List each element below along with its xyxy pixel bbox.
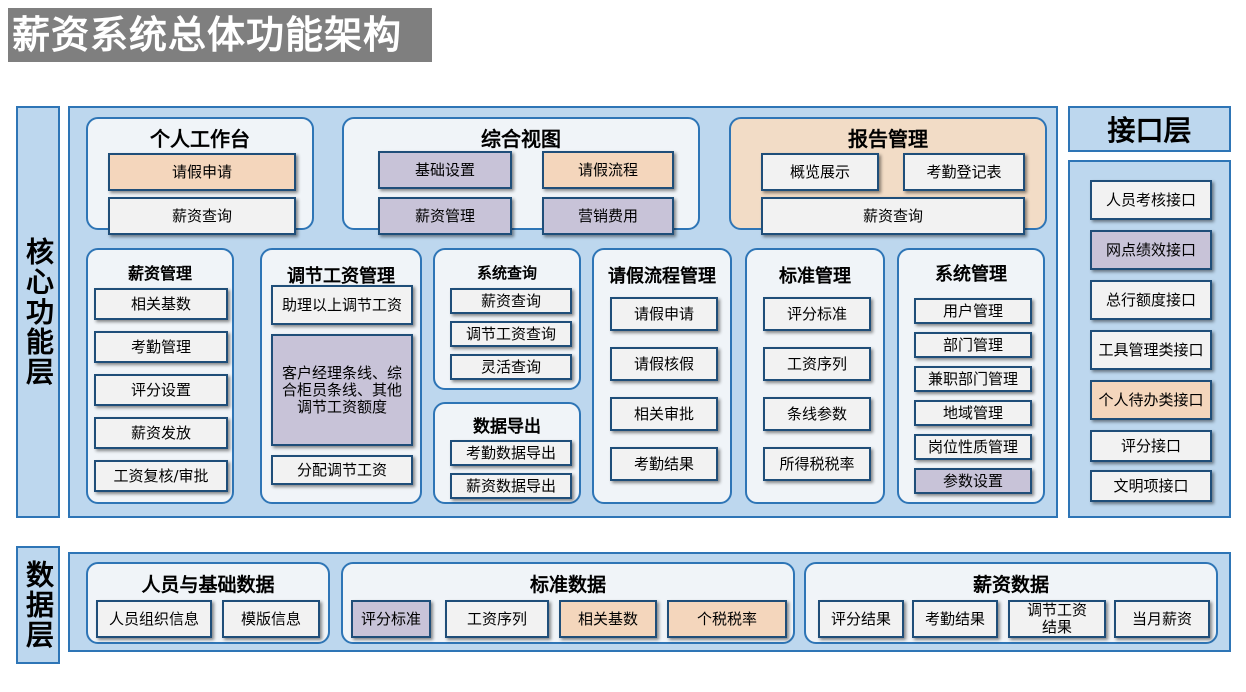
box-score-standard[interactable]: 评分标准: [351, 600, 431, 638]
box-attendance-mgmt[interactable]: 考勤管理: [94, 331, 228, 363]
box-personal-todo-interface[interactable]: 个人待办类接口: [1090, 380, 1212, 420]
box-leave-approve[interactable]: 请假核假: [610, 347, 718, 381]
group-title: 薪资数据: [972, 574, 1049, 596]
box-score-interface[interactable]: 评分接口: [1090, 430, 1212, 462]
box-salary-query[interactable]: 薪资查询: [450, 288, 572, 314]
interface-layer-label: 接口层: [1068, 106, 1231, 152]
box-related-base[interactable]: 相关基数: [94, 288, 228, 320]
group-title: 人员与基础数据: [141, 574, 275, 596]
group-title: 标准数据: [529, 574, 606, 596]
box-salary-review[interactable]: 工资复核/审批: [94, 460, 228, 492]
group-title: 薪资管理: [127, 264, 192, 283]
group-person-basic-data: 人员与基础数据 人员组织信息 模版信息: [86, 562, 330, 644]
data-layer-label-text: 数据层: [22, 560, 55, 650]
box-leave-apply[interactable]: 请假申请: [108, 153, 296, 191]
box-attendance-export[interactable]: 考勤数据导出: [450, 440, 572, 466]
box-adjust-quota[interactable]: 客户经理条线、综合柜员条线、其他调节工资额度: [271, 334, 413, 446]
group-personal-workspace: 个人工作台 请假申请 薪资查询: [86, 117, 314, 235]
box-flexible-query[interactable]: 灵活查询: [450, 354, 572, 380]
box-marketing-cost[interactable]: 营销费用: [542, 197, 674, 235]
box-user-mgmt[interactable]: 用户管理: [914, 298, 1032, 324]
box-staff-assessment-interface[interactable]: 人员考核接口: [1090, 180, 1212, 220]
box-branch-performance-interface[interactable]: 网点绩效接口: [1090, 230, 1212, 270]
box-assistant-adjust[interactable]: 助理以上调节工资: [271, 285, 413, 325]
group-title: 个人工作台: [150, 127, 250, 151]
box-monthly-salary[interactable]: 当月薪资: [1114, 600, 1210, 638]
box-adjust-query[interactable]: 调节工资查询: [450, 321, 572, 347]
box-related-base[interactable]: 相关基数: [559, 600, 657, 638]
group-title: 报告管理: [848, 127, 928, 151]
box-salary-sequence[interactable]: 工资序列: [763, 347, 871, 381]
box-salary-mgmt[interactable]: 薪资管理: [378, 197, 512, 235]
group-system-mgmt: 系统管理 用户管理 部门管理 兼职部门管理 地域管理 岗位性质管理 参数设置: [897, 248, 1045, 504]
box-civility-interface[interactable]: 文明项接口: [1090, 470, 1212, 502]
group-title: 系统管理: [935, 264, 1007, 285]
box-basic-settings[interactable]: 基础设置: [378, 151, 512, 189]
group-salary-data: 薪资数据 评分结果 考勤结果 调节工资结果 当月薪资: [804, 562, 1218, 644]
group-leave-flow: 请假流程管理 请假申请 请假核假 相关审批 考勤结果: [592, 248, 732, 504]
group-data-export: 数据导出 考勤数据导出 薪资数据导出: [433, 402, 581, 504]
interface-layer-panel: 人员考核接口 网点绩效接口 总行额度接口 工具管理类接口 个人待办类接口 评分接…: [1068, 160, 1231, 518]
group-title: 数据导出: [473, 417, 541, 437]
group-title: 综合视图: [481, 127, 561, 151]
box-param-settings[interactable]: 参数设置: [914, 468, 1032, 494]
group-system-query: 系统查询 薪资查询 调节工资查询 灵活查询: [433, 248, 581, 390]
box-parttime-dept-mgmt[interactable]: 兼职部门管理: [914, 366, 1032, 392]
core-layer-label: 核心功能层: [16, 106, 60, 518]
core-layer-label-text: 核心功能层: [22, 237, 55, 387]
group-title: 标准管理: [779, 266, 851, 287]
box-score-result[interactable]: 评分结果: [818, 600, 904, 638]
group-salary-mgmt: 薪资管理 相关基数 考勤管理 评分设置 薪资发放 工资复核/审批: [86, 248, 234, 504]
box-adjust-result[interactable]: 调节工资结果: [1008, 600, 1106, 638]
group-title: 系统查询: [476, 264, 537, 282]
box-line-params[interactable]: 条线参数: [763, 397, 871, 431]
data-layer-label: 数据层: [16, 546, 60, 664]
box-attendance-result[interactable]: 考勤结果: [912, 600, 998, 638]
box-score-standard[interactable]: 评分标准: [763, 297, 871, 331]
group-report: 报告管理 概览展示 考勤登记表 薪资查询: [729, 117, 1047, 235]
box-score-settings[interactable]: 评分设置: [94, 374, 228, 406]
box-salary-payout[interactable]: 薪资发放: [94, 417, 228, 449]
group-standard-mgmt: 标准管理 评分标准 工资序列 条线参数 所得税税率: [745, 248, 885, 504]
box-leave-process[interactable]: 请假流程: [542, 151, 674, 189]
group-standard-data: 标准数据 评分标准 工资序列 相关基数 个税税率: [341, 562, 795, 644]
box-post-nature-mgmt[interactable]: 岗位性质管理: [914, 434, 1032, 460]
box-leave-apply[interactable]: 请假申请: [610, 297, 718, 331]
box-attendance-register[interactable]: 考勤登记表: [903, 153, 1025, 191]
box-salary-query[interactable]: 薪资查询: [108, 197, 296, 235]
group-title: 调节工资管理: [287, 266, 395, 287]
box-template-info[interactable]: 模版信息: [222, 600, 320, 638]
box-attendance-result[interactable]: 考勤结果: [610, 447, 718, 481]
box-salary-sequence[interactable]: 工资序列: [445, 600, 549, 638]
group-title: 请假流程管理: [608, 266, 716, 287]
box-income-tax-rate[interactable]: 所得税税率: [763, 447, 871, 481]
box-hq-quota-interface[interactable]: 总行额度接口: [1090, 280, 1212, 320]
box-region-mgmt[interactable]: 地域管理: [914, 400, 1032, 426]
box-related-approval[interactable]: 相关审批: [610, 397, 718, 431]
box-allocate-adjust[interactable]: 分配调节工资: [271, 455, 413, 485]
group-adjust-salary: 调节工资管理 助理以上调节工资 客户经理条线、综合柜员条线、其他调节工资额度 分…: [260, 248, 422, 504]
box-tool-mgmt-interface[interactable]: 工具管理类接口: [1090, 330, 1212, 370]
page-title: 薪资系统总体功能架构: [8, 8, 432, 62]
box-person-org-info[interactable]: 人员组织信息: [96, 600, 212, 638]
group-overview: 综合视图 基础设置 请假流程 薪资管理 营销费用: [342, 117, 700, 235]
box-personal-tax-rate[interactable]: 个税税率: [667, 600, 787, 638]
box-dept-mgmt[interactable]: 部门管理: [914, 332, 1032, 358]
box-overview-display[interactable]: 概览展示: [761, 153, 879, 191]
box-salary-export[interactable]: 薪资数据导出: [450, 473, 572, 499]
box-salary-query[interactable]: 薪资查询: [761, 197, 1025, 235]
